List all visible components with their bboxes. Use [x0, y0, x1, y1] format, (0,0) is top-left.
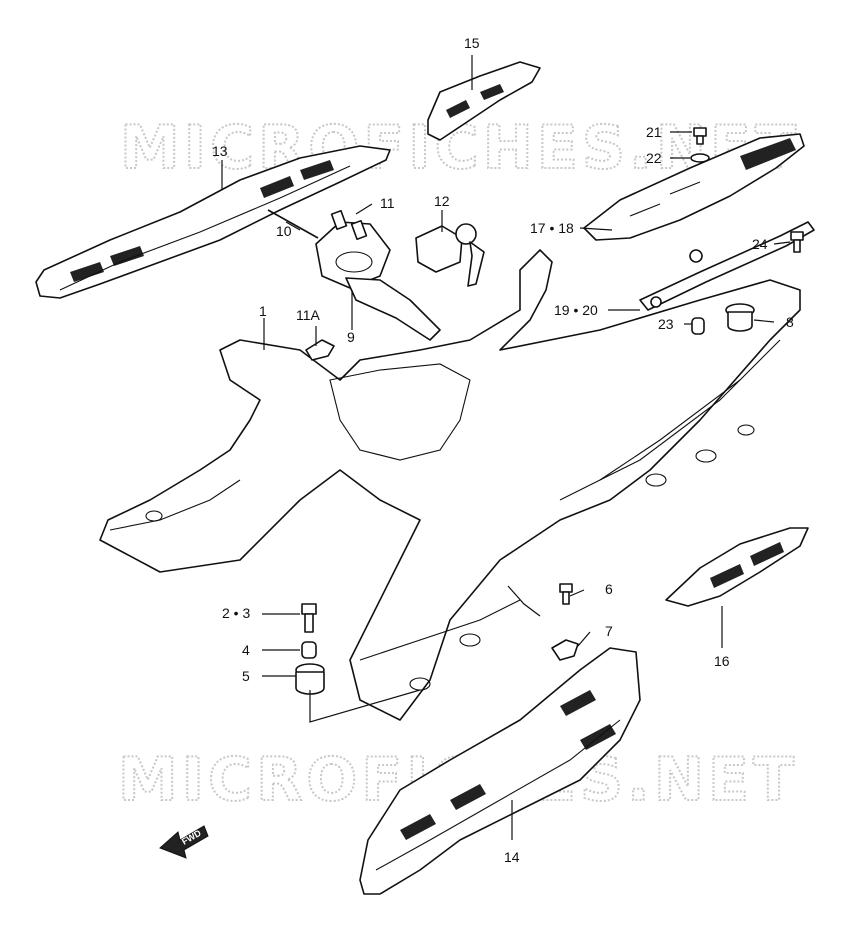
callout-15: 15 [464, 35, 480, 51]
leader-lines [221, 55, 791, 840]
part-6-screw [559, 583, 573, 605]
callout-2-3: 2 • 3 [222, 605, 250, 621]
part-17-18-step-bracket [583, 133, 805, 241]
part-16-rear-cover [665, 527, 809, 607]
part-8-grommet [725, 303, 755, 332]
callout-16: 16 [714, 653, 730, 669]
part-13-floor-mat-left [35, 145, 391, 299]
part-15-front-cover [427, 61, 541, 141]
callout-14: 14 [504, 849, 520, 865]
part-23-collar [691, 317, 705, 335]
callout-7: 7 [605, 623, 613, 639]
callout-6: 6 [605, 581, 613, 597]
callout-21: 21 [646, 124, 662, 140]
callout-23: 23 [658, 316, 674, 332]
part-19-20-stay [639, 221, 815, 311]
callout-19-20: 19 • 20 [554, 302, 598, 318]
callout-11a: 11A [296, 307, 321, 323]
callout-12: 12 [434, 193, 450, 209]
callout-5: 5 [242, 668, 250, 684]
part-11-hinge-pins [330, 209, 368, 241]
callout-10: 10 [276, 223, 292, 239]
part-22-washer [690, 153, 710, 163]
callout-8: 8 [786, 314, 794, 330]
callout-17-18: 17 • 18 [530, 220, 574, 236]
fwd-arrow-icon: FWD [159, 825, 209, 859]
callout-9: 9 [347, 329, 355, 345]
part-11a-cap [305, 339, 335, 361]
callout-1: 1 [259, 303, 267, 319]
callout-4: 4 [242, 642, 250, 658]
callout-13: 13 [212, 143, 228, 159]
callout-11: 11 [380, 195, 395, 211]
part-21-bolt [693, 127, 707, 145]
part-14-floor-mat-lower [359, 647, 641, 895]
part-2-3-bolt [301, 603, 317, 633]
part-1-leg-shield-frame [99, 249, 801, 721]
part-7-nut [551, 639, 579, 661]
part-4-collar [301, 641, 317, 659]
part-12-key-lock [415, 223, 485, 287]
part-10-rod [267, 209, 319, 239]
part-5-cushion [295, 663, 325, 695]
callout-22: 22 [646, 150, 662, 166]
part-24-bolt [790, 231, 804, 253]
callout-24: 24 [752, 236, 768, 252]
